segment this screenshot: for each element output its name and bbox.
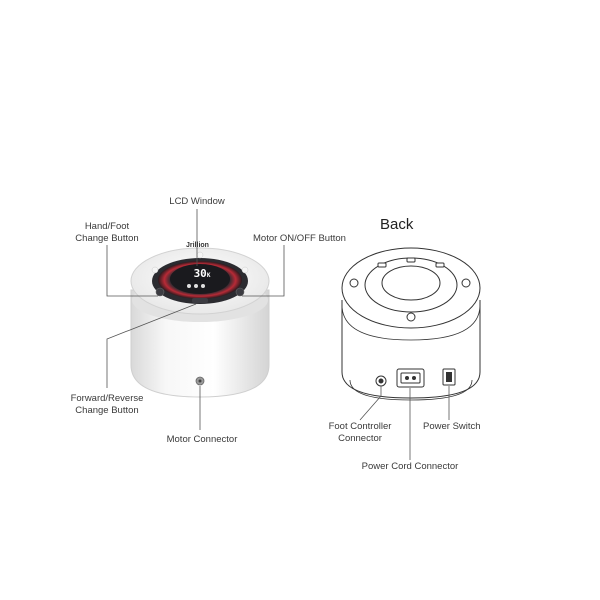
back-device <box>341 247 481 401</box>
label-lcd-window: LCD Window <box>169 196 225 207</box>
lcd-value: 30 <box>193 267 207 280</box>
label-forward-reverse-change-button: Forward/Reverse Change Button <box>70 393 144 416</box>
label-power-switch: Power Switch <box>423 421 481 432</box>
front-device <box>130 247 270 398</box>
label-motor-onoff-button: Motor ON/OFF Button <box>253 233 346 244</box>
label-hand-foot-change-button: Hand/Foot Change Button <box>75 221 139 244</box>
forward-reverse-button <box>192 298 208 303</box>
hand-foot-button <box>155 287 165 297</box>
back-leader-lines <box>359 386 450 460</box>
back-title: Back <box>380 216 414 233</box>
label-motor-connector: Motor Connector <box>166 434 238 445</box>
front-leader-lines <box>106 209 285 430</box>
motor-onoff-button <box>235 287 245 297</box>
lcd-window <box>170 264 230 294</box>
lcd-readout: 30K <box>187 268 217 282</box>
label-power-cord-connector: Power Cord Connector <box>361 461 459 472</box>
brand-logo-text: Jrillion <box>186 242 209 249</box>
lcd-unit: K <box>206 272 211 279</box>
label-foot-controller-connector: Foot Controller Connector <box>328 421 392 444</box>
